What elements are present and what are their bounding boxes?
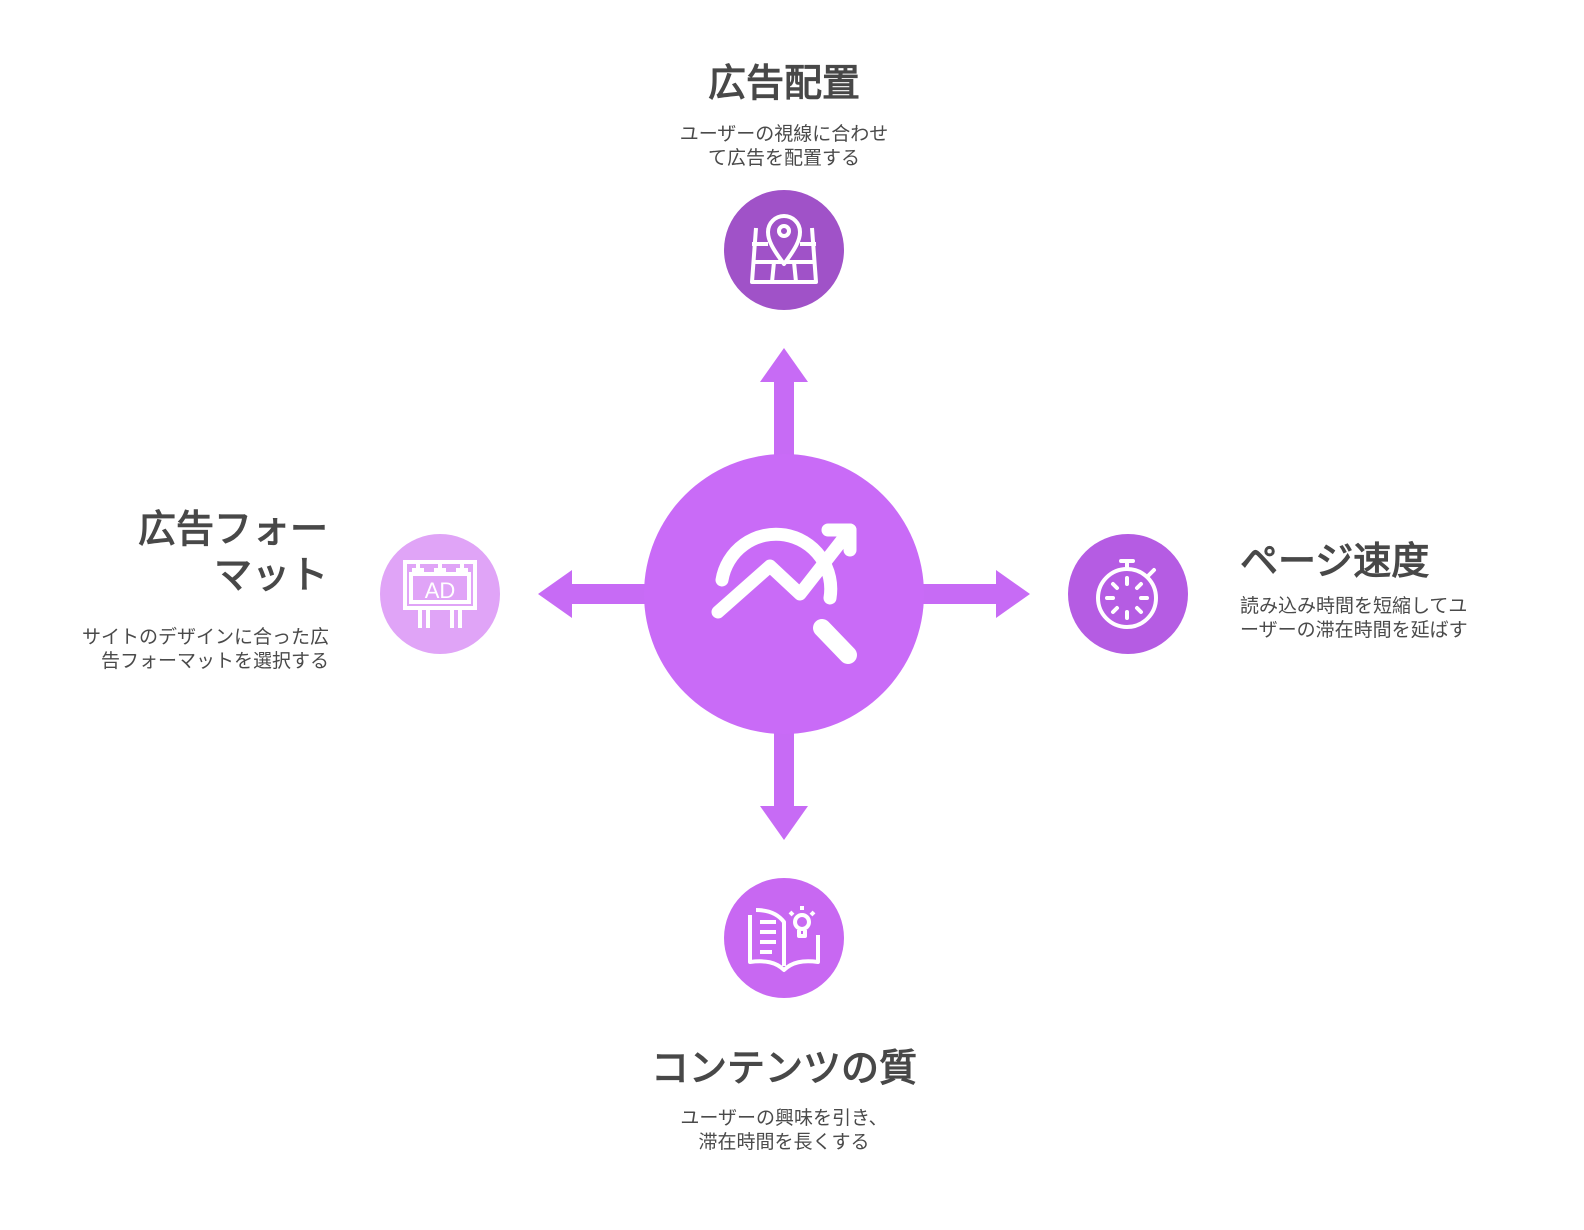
title-line: 広告フォー <box>137 507 328 551</box>
arrow-up <box>760 348 808 468</box>
book-idea-icon <box>748 906 820 972</box>
desc-line: ユーザーの興味を引き、 <box>680 1107 888 1129</box>
desc-line: て広告を配置する <box>707 147 860 169</box>
desc-content-quality: ユーザーの興味を引き、 滞在時間を長くする <box>634 1106 934 1154</box>
billboard-ad-icon <box>403 560 477 628</box>
arrow-down <box>760 720 808 840</box>
title-ad-placement: 広告配置 <box>707 61 860 105</box>
desc-page-speed: 読み込み時間を短縮してユ ーザーの滞在時間を延ばす <box>1240 594 1580 642</box>
desc-line: 滞在時間を長くする <box>698 1131 870 1153</box>
map-pin-icon <box>750 214 818 284</box>
center-hub <box>644 454 924 734</box>
title-line: マット <box>213 553 328 597</box>
billboard-ad-text: AD <box>425 578 456 603</box>
desc-ad-format: サイトのデザインに合った広 告フォーマットを選択する <box>20 625 329 673</box>
stopwatch-icon <box>1096 559 1158 629</box>
title-ad-format: 広告フォー マット <box>30 506 328 598</box>
circle-page-speed <box>1068 534 1188 654</box>
desc-line: 読み込み時間を短縮してユ <box>1240 595 1468 617</box>
desc-line: ユーザーの視線に合わせ <box>679 123 889 145</box>
title-page-speed: ページ速度 <box>1240 539 1430 583</box>
desc-line: ーザーの滞在時間を延ばす <box>1240 619 1468 641</box>
arrow-left <box>538 570 658 618</box>
arrow-right <box>910 570 1030 618</box>
desc-line: サイトのデザインに合った広 <box>81 626 329 648</box>
desc-line: 告フォーマットを選択する <box>100 650 329 672</box>
search-growth-icon <box>711 523 857 664</box>
title-content-quality: コンテンツの質 <box>650 1046 917 1090</box>
desc-ad-placement: ユーザーの視線に合わせ て広告を配置する <box>634 122 934 170</box>
